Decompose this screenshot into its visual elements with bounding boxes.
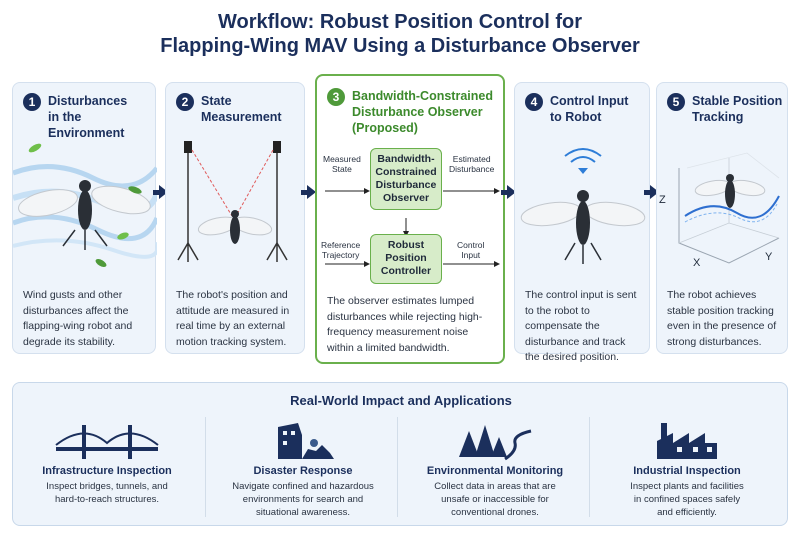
step-description: The control input is sent to the robot t… bbox=[525, 289, 637, 363]
step-card-disturbance-observer: 3 Bandwidth-Constrained Disturbance Obse… bbox=[315, 74, 505, 364]
impact-title: Real-World Impact and Applications bbox=[290, 393, 512, 408]
observer-diagram-arrows bbox=[325, 188, 500, 267]
step-number: 4 bbox=[525, 93, 543, 111]
app-description: Inspect bridges, tunnels, and hard-to-re… bbox=[46, 481, 168, 505]
step-card-control-input: 4 Control Input to Robot The control inp… bbox=[514, 82, 650, 363]
divider bbox=[205, 417, 206, 517]
step-title: Disturbances in the Environment bbox=[48, 94, 128, 140]
step-title: Bandwidth-Constrained Disturbance Observ… bbox=[352, 89, 493, 135]
control-input-label: Control Input bbox=[457, 240, 485, 260]
3d-tracking-plot bbox=[678, 152, 780, 264]
step-description: The observer estimates lumped disturbanc… bbox=[327, 295, 483, 354]
app-description: Navigate confined and hazardous environm… bbox=[232, 481, 374, 518]
step-number: 3 bbox=[327, 88, 345, 106]
factory-icon bbox=[657, 423, 717, 459]
motion-tracking-illustration bbox=[177, 141, 288, 262]
bridge-icon bbox=[55, 425, 159, 459]
step-title: Stable Position Tracking bbox=[692, 94, 783, 124]
collapsed-building-icon bbox=[278, 423, 334, 459]
step-number: 1 bbox=[23, 93, 41, 111]
step-number: 2 bbox=[176, 93, 194, 111]
measured-state-label: Measured State bbox=[323, 154, 361, 174]
app-title: Environmental Monitoring bbox=[426, 465, 564, 477]
page-title-line2: Flapping-Wing MAV Using a Disturbance Ob… bbox=[160, 35, 640, 57]
step-description: The robot achieves stable position track… bbox=[667, 289, 777, 348]
flow-arrow-3 bbox=[501, 185, 516, 199]
estimated-disturbance-label: Estimated Disturbance bbox=[449, 154, 495, 174]
step-card-stable-tracking: 5 Stable Position Tracking Z X Y The rob… bbox=[656, 82, 788, 354]
app-environmental-monitoring: Environmental Monitoring Collect data in… bbox=[405, 421, 585, 519]
step-description: The robot's position and attitude are me… bbox=[176, 289, 290, 348]
z-axis-label: Z bbox=[659, 194, 666, 206]
y-axis-label: Y bbox=[765, 251, 773, 263]
step-card-state-measurement: 2 State Measurement The robot's position… bbox=[165, 82, 305, 354]
page-title-line1: Workflow: Robust Position Control for bbox=[217, 11, 583, 33]
app-description: Collect data in areas that are unsafe or… bbox=[434, 481, 556, 518]
app-disaster-response: Disaster Response Navigate confined and … bbox=[213, 421, 393, 519]
observer-block: Bandwidth- Constrained Disturbance Obser… bbox=[370, 148, 442, 210]
impact-panel: Real-World Impact and Applications Infra… bbox=[12, 382, 788, 526]
app-title: Disaster Response bbox=[253, 465, 353, 477]
flow-arrow-2 bbox=[301, 185, 316, 199]
app-infrastructure: Infrastructure Inspection Inspect bridge… bbox=[17, 421, 197, 506]
flow-arrow-4 bbox=[644, 185, 659, 199]
step-title: Control Input to Robot bbox=[550, 94, 629, 124]
forest-river-icon bbox=[459, 425, 532, 461]
step-number: 5 bbox=[667, 93, 685, 111]
divider bbox=[589, 417, 590, 517]
step-description: Wind gusts and other disturbances affect… bbox=[23, 289, 133, 348]
controller-block: Robust Position Controller bbox=[370, 234, 442, 284]
control-signal-robot-illustration bbox=[520, 148, 646, 264]
x-axis-label: X bbox=[693, 257, 701, 269]
reference-trajectory-label: Reference Trajectory bbox=[321, 240, 361, 260]
app-title: Infrastructure Inspection bbox=[42, 465, 172, 477]
step-card-disturbances: 1 Disturbances in the Environment Wind g… bbox=[12, 82, 157, 354]
step-title: State Measurement bbox=[201, 94, 282, 124]
app-description: Inspect plants and facilities in confine… bbox=[630, 481, 744, 518]
flow-arrow-1 bbox=[153, 185, 168, 199]
app-industrial-inspection: Industrial Inspection Inspect plants and… bbox=[597, 421, 777, 519]
wind-disturbance-illustration bbox=[13, 143, 157, 267]
divider bbox=[397, 417, 398, 517]
app-title: Industrial Inspection bbox=[633, 465, 741, 477]
